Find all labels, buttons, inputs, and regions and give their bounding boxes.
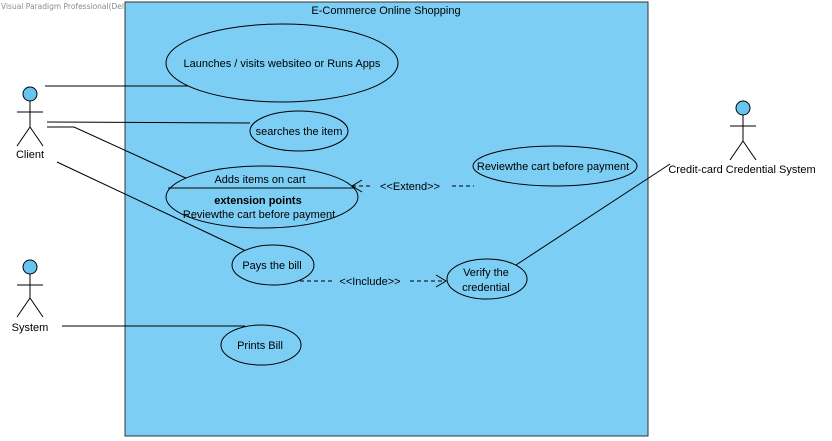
include-label: <<Include>> [339,276,400,288]
use-case-pay-bill[interactable]: Pays the bill [231,244,315,286]
system-boundary-title: E-Commerce Online Shopping [311,5,460,17]
actor-client-leg-right [29,126,44,147]
extend-relationship[interactable]: <<Extend>> [351,179,474,193]
actor-system-leg-right [29,297,44,318]
include-arrowhead [435,274,447,288]
use-case-search-shape [249,110,349,152]
use-case-verify-label-line1: Verify the [463,267,509,279]
actor-client-head [22,86,38,102]
actor-system[interactable]: System [12,259,49,334]
assoc-client-pay [56,161,247,252]
use-case-launch-shape [165,23,399,103]
extend-label: <<Extend>> [380,181,440,193]
extension-points-heading: extension points [214,195,301,207]
use-case-review-cart-label: Reviewthe cart before payment [477,161,629,173]
actor-client-leg-left [16,126,31,147]
use-case-add-cart-shape [165,165,359,229]
use-case-verify-credential[interactable]: Verify the credential [446,258,528,300]
actor-client-label: Client [16,149,44,161]
actor-client-icon [16,86,44,147]
actor-system-icon [16,259,44,318]
use-case-add-cart-title: Adds items on cart [214,174,305,186]
assoc-client-search [46,121,251,124]
actor-credit-card-icon [729,100,757,161]
use-case-verify-shape [446,258,528,300]
use-case-review-cart-shape [472,145,638,187]
actor-credit-card-leg-right [742,140,757,161]
actor-credit-card-system[interactable]: Credit-card Credential System [668,100,816,176]
use-case-pay-bill-label: Pays the bill [242,260,301,272]
actor-system-leg-left [16,297,31,318]
watermark-text: Visual Paradigm Professional(DeliSer(Bas… [1,2,191,11]
use-case-search-label: searches the item [256,126,343,138]
actor-credit-card-head [735,100,751,116]
actor-credit-card-label: Credit-card Credential System [668,164,815,176]
use-case-search[interactable]: searches the item [249,110,349,152]
use-case-add-cart[interactable]: Adds items on cart extension points Revi… [165,165,359,229]
use-case-print-bill-shape [220,324,302,366]
assoc-client-addcart-2 [73,126,191,181]
actor-system-head [22,259,38,275]
assoc-verify-creditcard [515,163,671,266]
use-case-review-cart[interactable]: Reviewthe cart before payment [472,145,638,187]
actor-system-label: System [12,322,49,334]
use-case-launch[interactable]: Launches / visits websiteo or Runs Apps [165,23,399,103]
use-case-verify-label-line2: credential [462,282,510,294]
use-case-launch-label: Launches / visits websiteo or Runs Apps [184,58,381,70]
actor-client[interactable]: Client [16,86,44,161]
actor-credit-card-leg-left [729,140,744,161]
use-case-pay-bill-shape [231,244,315,286]
include-relationship[interactable]: <<Include>> [300,274,447,288]
extension-point-label: Reviewthe cart before payment [183,209,335,221]
associations [45,85,671,327]
use-case-print-bill[interactable]: Prints Bill [220,324,302,366]
use-case-print-bill-label: Prints Bill [237,340,283,352]
